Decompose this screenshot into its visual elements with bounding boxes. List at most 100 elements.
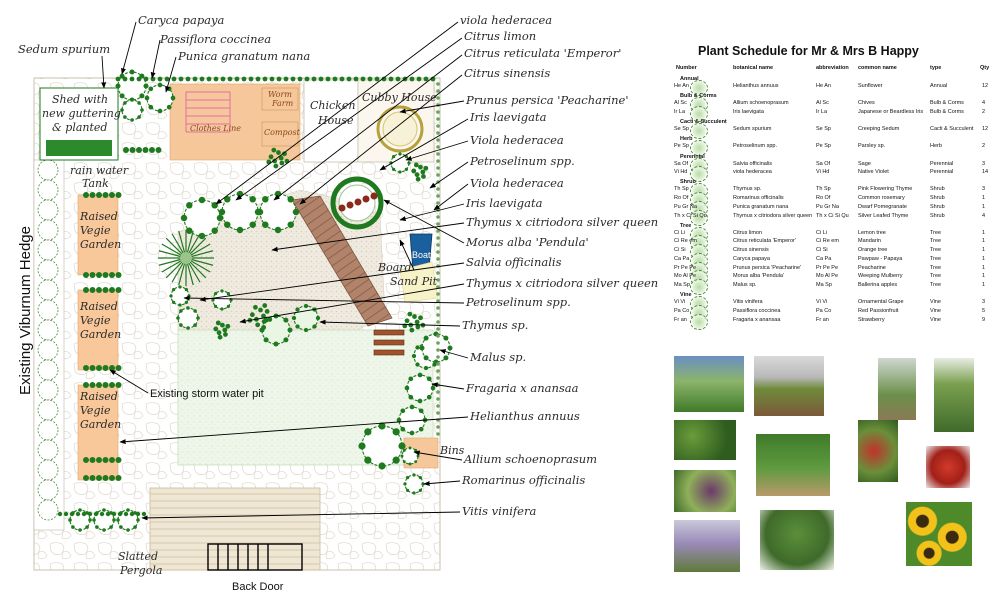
leader-arrow [405,140,469,161]
boundary-planting [269,76,275,82]
boundary-planting [143,76,149,82]
label-citrus-limon: Citrus limon [464,29,536,43]
leader-arrow [141,511,461,521]
boundary-planting [192,76,198,82]
schedule-category: Cacti & Succulent [680,119,727,126]
schedule-cell-num: Se Sp [674,126,689,133]
plant-morus-ring [330,176,384,230]
boundary-planting [290,76,296,82]
bottom-planting [135,511,141,517]
vegie-plant [83,272,89,278]
sand-pit [399,261,439,303]
groundcover-dot [262,303,268,308]
schedule-cell-common: Native Violet [858,169,889,176]
groundcover-dot [253,304,258,310]
label-rain-tank-1: rain water [70,164,129,177]
leader-arrow [235,37,463,201]
schedule-cell-common: Sage [858,160,871,167]
boundary-planting [436,194,440,198]
vegie-plant [115,475,122,481]
schedule-cell-type: Vine [930,299,941,306]
bottom-planting [87,511,93,517]
vegie-plant [89,192,96,198]
boundary-planting [436,341,440,345]
vegie-plant [83,287,89,293]
photo-mulberry-tree [760,510,834,570]
label-compost: Compost [264,128,301,137]
schedule-cell-common: Sunflower [858,83,883,89]
vegie-plant [96,272,102,278]
label-salvia: Salvia officinalis [466,255,562,269]
boardwalk-steps [373,329,405,356]
schedule-cell-type: Vine [930,307,941,314]
vegie-plant [83,457,89,463]
groundcover-dot [409,327,415,333]
leader-arrow [431,382,465,390]
schedule-cell-botanical: Citrus reticulata 'Emperor' [733,238,796,245]
boundary-planting [276,76,282,82]
plant-papaya [115,69,149,103]
label-back-door: Back Door [232,581,284,593]
label-prunus: Prunus persica 'Peacharine' [465,93,629,107]
boundary-planting [185,76,191,82]
boundary-planting [436,145,440,149]
groundcover-dot [267,317,273,322]
boundary-planting [129,76,135,82]
boundary-planting [248,76,254,82]
label-shed-1: Shed with [52,93,108,106]
leader-arrow [150,39,161,79]
plant-citrus-sinensis [256,190,300,234]
boundary-planting [353,76,359,82]
label-citrus-sinensis: Citrus sinensis [464,66,550,80]
schedule-cell-type: Vine [930,316,941,323]
schedule-cell-num: Pe Sp [674,143,689,150]
vegie-plant [96,382,102,388]
vegie-plant [109,475,115,481]
label-cubby: Cubby House [362,91,437,104]
schedule-cell-type: Cacti & Succulent [930,126,974,133]
schedule-cell-common: Strawberry [858,316,885,323]
boundary-planting [436,187,440,191]
label-clothes-line: Clothes Line [190,124,241,133]
hedge-shrub [37,359,59,381]
leader-arrow [119,416,469,445]
schedule-cell-qty: 1 [982,247,986,254]
label-chicken-1: Chicken [310,99,355,112]
schedule-cell-abbr: He An [816,83,831,89]
schedule-cell-num: Ci Re em [674,238,697,245]
boundary-planting [436,96,440,100]
boundary-planting [311,76,317,82]
schedule-cell-num: Sa Of [674,160,689,167]
groundcover-dot [407,311,413,317]
vegie-plant [115,192,122,198]
schedule-cell-num: Pa Co [674,307,690,314]
vegie-plant [129,147,136,153]
plant-malus-4 [419,331,453,365]
boundary-planting [436,236,440,240]
schedule-cell-botanical: Thymus sp. [733,186,762,193]
schedule-cell-common: Ballerina apples [858,281,898,288]
boundary-planting [374,76,380,82]
groundcover-dot [278,155,284,161]
label-malus: Malus sp. [469,350,526,364]
boundary-planting [297,76,303,82]
leader-arrow [299,74,463,205]
vegie-plant [83,365,89,371]
schedule-cell-qty: 4 [982,212,986,219]
plant-vitis-1 [68,508,92,532]
label-boardwalk-1: Board [377,261,412,274]
groundcover-dot [414,172,420,178]
schedule-cell-botanical: Salvia officinalis [733,160,773,167]
boundary-planting [395,76,401,82]
boundary-planting [436,320,440,324]
vegie-plant [115,287,122,293]
groundcover-dot [404,318,410,324]
schedule-cell-botanical: Citrus sinensis [733,247,769,254]
plant-punica [120,98,144,122]
label-boardwalk-2: Sand Pit [390,275,438,288]
schedule-cell-num: Ma Sp [674,281,690,288]
boundary-planting [416,76,422,82]
schedule-cell-botanical: Prunus persica 'Peacharine' [733,264,802,271]
boundary-planting [115,76,121,82]
